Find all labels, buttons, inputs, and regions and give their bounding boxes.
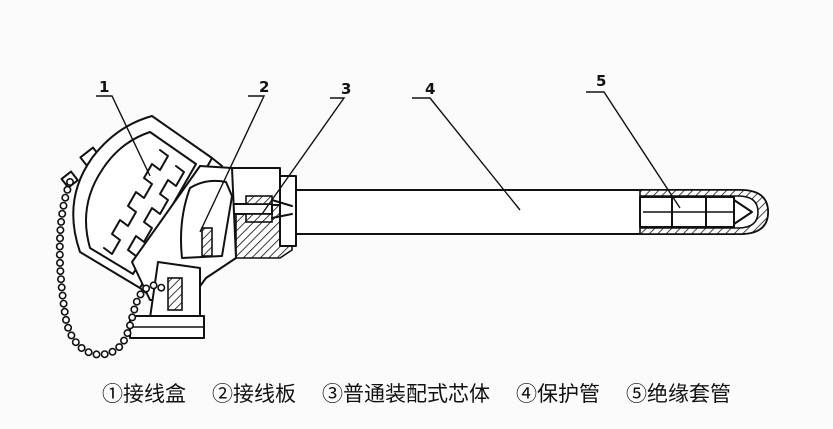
parts-legend: ①接线盒 ②接线板 ③普通装配式芯体 ④保护管 ⑤绝缘套管 [0,378,833,418]
chain-bead [55,258,64,267]
chain-bead [92,350,101,359]
chain-bead [100,350,109,359]
chain-bead [130,305,139,314]
callouts: 1 2 3 4 5 [96,72,681,233]
chain-bead [108,347,117,356]
chain-bead [123,329,132,338]
chain-bead [57,283,66,292]
callout-5-label: 5 [596,72,606,90]
chain-bead [77,343,86,352]
legend-item-assembled-core: ③普通装配式芯体 [322,382,490,406]
bead-chain [55,178,166,359]
callout-2-label: 2 [259,78,269,96]
insulation-sleeve [639,189,769,235]
callout-3-label: 3 [341,80,351,98]
legend-item-terminal-board: ②接线板 [212,382,296,406]
chain-bead [61,193,70,202]
chain-bead [67,331,76,340]
chain-bead [66,178,75,187]
chain-bead [149,281,158,290]
callout-4-label: 4 [425,80,435,98]
chain-bead [126,321,135,330]
chain-bead [60,307,69,316]
chain-bead [71,338,80,347]
legend-item-junction-box: ①接线盒 [102,382,186,406]
chain-bead [157,283,166,292]
chain-bead [120,336,129,345]
chain-bead [55,234,64,243]
junction-box [60,115,237,339]
chain-bead [56,226,65,235]
fitting-and-core [225,167,297,259]
chain-bead [142,284,151,293]
chain-bead [64,323,73,332]
chain-bead [57,217,66,226]
chain-bead [55,242,64,251]
callout-1-label: 1 [99,78,109,96]
chain-bead [84,348,93,357]
chain-bead [56,267,65,276]
chain-bead [56,275,65,284]
chain-bead [132,297,141,306]
chain-bead [115,343,124,352]
legend-item-insulation-sleeve: ⑤绝缘套管 [626,382,731,406]
chain-bead [63,185,72,194]
chain-bead [128,313,137,322]
chain-bead [58,209,67,218]
chain-bead [136,290,145,299]
legend-item-protection-tube: ④保护管 [516,382,600,406]
chain-bead [58,291,67,300]
chain-bead [59,299,68,308]
chain-bead [55,250,64,259]
chain-bead [61,315,70,324]
chain-bead [59,201,68,210]
protection-tube [291,189,769,235]
